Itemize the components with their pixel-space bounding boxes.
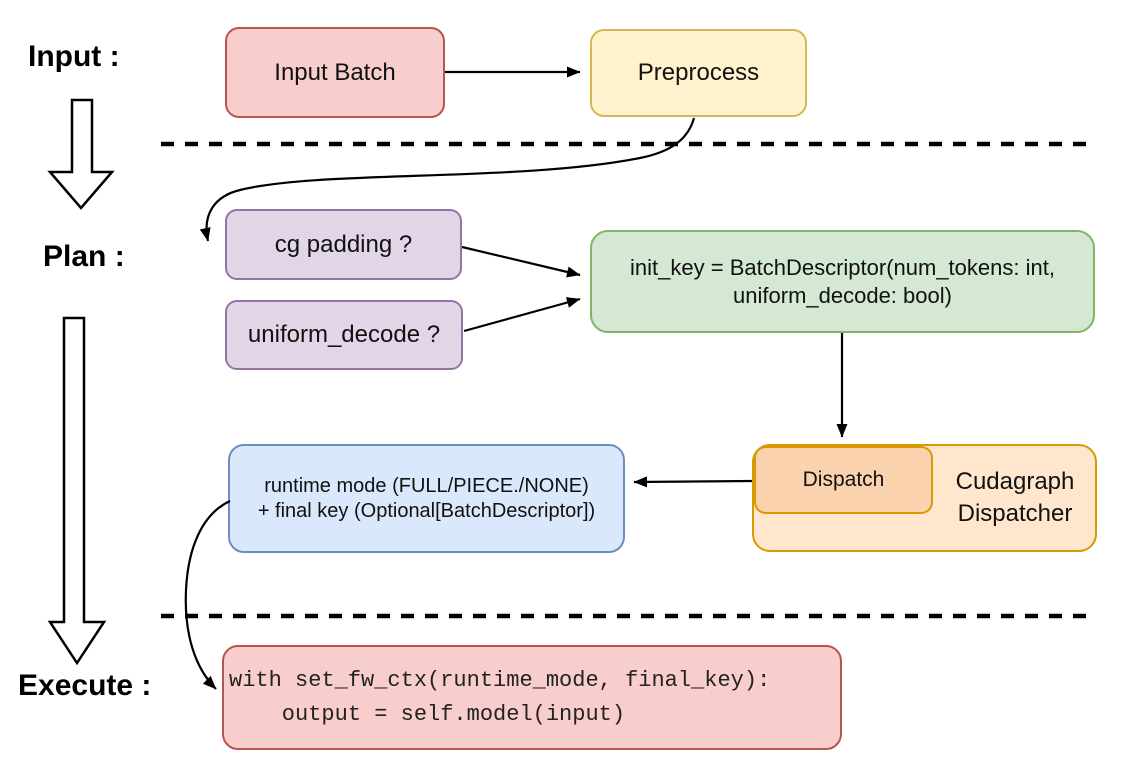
runtime-mode-line2: + final key (Optional[BatchDescriptor]) — [257, 499, 596, 522]
input-batch-label: Input Batch — [274, 58, 396, 86]
dispatch-node: Dispatch — [754, 446, 933, 514]
edge-dispatch-to-runtime-mode — [633, 476, 753, 488]
edge-cg-padding-to-init-key — [461, 245, 581, 278]
runtime-mode-node: runtime mode (FULL/PIECE./NONE) + final … — [228, 444, 625, 553]
code-line2: output = self.model(input) — [229, 701, 626, 727]
cg-padding-label: cg padding ? — [274, 230, 413, 258]
cg-padding-node: cg padding ? — [225, 209, 462, 280]
preprocess-label: Preprocess — [637, 59, 760, 86]
input-to-plan-arrow — [47, 98, 115, 210]
dispatch-label: Dispatch — [802, 467, 885, 491]
code-line1: with set_fw_ctx(runtime_mode, final_key)… — [229, 667, 771, 693]
uniform-decode-node: uniform_decode ? — [225, 300, 463, 370]
input-phase-label: Input : — [28, 40, 120, 73]
init-key-node: init_key = BatchDescriptor(num_tokens: i… — [590, 230, 1095, 333]
execute-code-node: with set_fw_ctx(runtime_mode, final_key)… — [222, 645, 842, 750]
execute-phase-label: Execute : — [18, 669, 152, 702]
runtime-mode-line1: runtime mode (FULL/PIECE./NONE) — [264, 474, 589, 497]
plan-to-execute-arrow — [47, 316, 107, 666]
preprocess-node: Preprocess — [590, 29, 807, 117]
cudagraph-dispatcher-label: Cudagraph Dispatcher — [933, 444, 1097, 552]
plan-phase-label: Plan : — [43, 240, 125, 273]
cudagraph-dispatcher-line1: Cudagraph — [955, 467, 1075, 495]
uniform-decode-label: uniform_decode ? — [247, 321, 441, 348]
cudagraph-dispatcher-line2: Dispatcher — [957, 500, 1073, 527]
input-batch-node: Input Batch — [225, 27, 445, 118]
init-key-line1: init_key = BatchDescriptor(num_tokens: i… — [630, 255, 1055, 280]
edge-uniform-decode-to-init-key — [463, 297, 581, 333]
init-key-line2: uniform_decode: bool) — [733, 282, 952, 308]
